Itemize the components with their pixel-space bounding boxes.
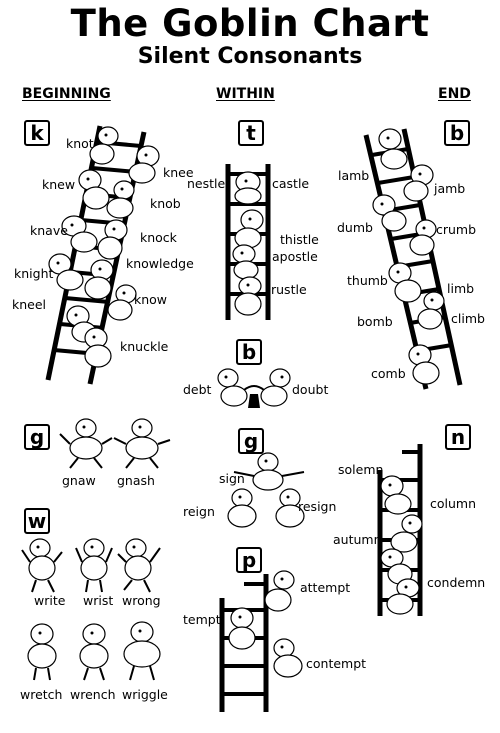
word-jamb: jamb xyxy=(434,181,466,196)
word-attempt: attempt xyxy=(300,580,351,595)
word-resign: resign xyxy=(298,499,337,514)
goblins-gnaw-gnash-illustration xyxy=(59,418,171,469)
word-wrist: wrist xyxy=(83,593,114,608)
word-limb: limb xyxy=(447,281,475,296)
column-header-beginning: BEGINNING xyxy=(22,86,111,102)
ladder-goblins-t-illustration xyxy=(225,164,271,320)
word-climb: climb xyxy=(451,311,485,326)
word-wrench: wrench xyxy=(70,687,116,702)
word-comb: comb xyxy=(371,366,406,381)
word-knowledge: knowledge xyxy=(126,256,194,271)
letter-box-k: k xyxy=(24,120,50,146)
word-debt: debt xyxy=(183,382,212,397)
ladder-goblins-b-illustration xyxy=(363,128,463,390)
word-crumb: crumb xyxy=(436,222,477,237)
word-knee: knee xyxy=(163,165,194,180)
word-gnash: gnash xyxy=(117,473,155,488)
letter-box-t: t xyxy=(238,120,264,146)
word-castle: castle xyxy=(272,176,310,191)
word-contempt: contempt xyxy=(306,656,367,671)
word-wriggle: wriggle xyxy=(122,687,168,702)
word-dumb: dumb xyxy=(337,220,373,235)
word-knob: knob xyxy=(150,196,181,211)
word-knuckle: knuckle xyxy=(120,339,169,354)
goblins-pyramid-illustration xyxy=(227,452,305,528)
word-solemn: solemn xyxy=(338,462,384,477)
goblins-w-row1-illustration xyxy=(21,538,161,593)
word-knave: knave xyxy=(30,223,68,238)
word-write: write xyxy=(34,593,66,608)
ladder-goblins-n-illustration xyxy=(377,444,423,616)
word-apostle: apostle xyxy=(272,249,318,264)
ladder-goblins-p-illustration xyxy=(219,570,303,712)
chart-subtitle: Silent Consonants xyxy=(137,44,363,69)
word-wretch: wretch xyxy=(20,687,63,702)
word-sign: sign xyxy=(219,471,245,486)
word-column: column xyxy=(430,496,477,511)
letter-box-n: n xyxy=(445,424,471,450)
word-lamb: lamb xyxy=(338,168,370,183)
word-kneel: kneel xyxy=(12,297,47,312)
column-header-within: WITHIN xyxy=(216,86,275,102)
word-knock: knock xyxy=(140,230,177,245)
word-thumb: thumb xyxy=(347,273,388,288)
column-header-end: END xyxy=(438,86,471,102)
goblins-w-row2-illustration xyxy=(27,621,161,681)
letter-box-g-begin: g xyxy=(24,424,50,450)
letter-box-b-end: b xyxy=(444,120,470,146)
goblins-tugging-illustration xyxy=(217,368,291,408)
word-nestle: nestle xyxy=(187,176,226,191)
word-autumn: autumn xyxy=(333,532,382,547)
word-doubt: doubt xyxy=(292,382,329,397)
word-know: know xyxy=(134,292,168,307)
word-gnaw: gnaw xyxy=(62,473,96,488)
word-tempt: tempt xyxy=(183,612,221,627)
word-knot: knot xyxy=(66,136,94,151)
word-condemn: condemn xyxy=(427,575,486,590)
word-wrong: wrong xyxy=(122,593,161,608)
word-thistle: thistle xyxy=(280,232,319,247)
word-reign: reign xyxy=(183,504,215,519)
ladder-goblins-k-illustration xyxy=(45,125,160,385)
word-knew: knew xyxy=(42,177,76,192)
letter-box-w: w xyxy=(24,508,50,534)
letter-box-p: p xyxy=(236,547,262,573)
chart-title: The Goblin Chart xyxy=(70,2,430,45)
word-bomb: bomb xyxy=(357,314,393,329)
letter-box-b-within: b xyxy=(236,339,262,365)
word-knight: knight xyxy=(14,266,54,281)
letter-box-g-within: g xyxy=(238,428,264,454)
word-rustle: rustle xyxy=(271,282,307,297)
